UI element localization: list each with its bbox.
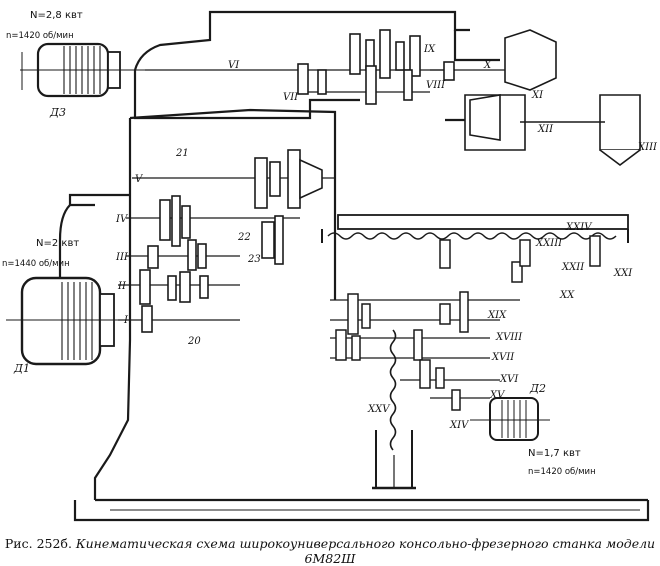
gear-label-23: 23 (247, 254, 261, 265)
gear-blocks-left (139, 149, 301, 333)
shaft-label-XXI: XXI (613, 268, 633, 279)
motor-left-speed: n=1440 об/мин (2, 259, 70, 269)
gear-label-22: 22 (237, 232, 251, 243)
motor-bottom (470, 397, 550, 441)
vertical-screw (372, 329, 416, 490)
motor-top-power: N=2,8 квт (30, 10, 83, 21)
machine-frame (58, 10, 650, 522)
shaft-label-III: III (115, 252, 129, 263)
shaft-label-II: II (117, 281, 127, 292)
shaft-label-XXV: XXV (367, 404, 391, 415)
caption-lead: Рис. 252б. (4, 536, 72, 551)
shaft-label-XIII: XIII (637, 142, 658, 153)
shaft-label-I: I (123, 315, 129, 326)
shaft-label-XXIII: XXIII (535, 238, 563, 249)
shaft-label-X: X (483, 60, 492, 71)
shaft-label-XX: XX (559, 290, 575, 301)
motor-left-label: Д1 (13, 362, 30, 375)
shaft-label-XIV: XIV (449, 420, 470, 431)
swivel-head (469, 29, 641, 166)
shaft-label-XVII: XVII (491, 352, 515, 363)
shaft-label-V: V (135, 174, 144, 185)
motor-labels: N=2,8 квт n=1420 об/мин Д3 N=2 квт n=144… (2, 10, 596, 477)
shaft-label-VIII: VIII (426, 80, 446, 91)
shaft-label-XI: XI (531, 90, 544, 101)
shaft-label-IV: IV (115, 214, 129, 225)
shaft-label-VI: VI (228, 60, 240, 71)
work-table (321, 214, 629, 243)
shaft-label-IX: IX (423, 44, 436, 55)
gear-labels: 21 22 23 20 (175, 148, 261, 347)
motor-left-power: N=2 квт (36, 238, 79, 249)
motor-left (6, 276, 130, 366)
shaft-label-XIX: XIX (487, 310, 507, 321)
gear-label-21: 21 (175, 148, 189, 159)
shaft-label-XXIV: XXIV (565, 222, 593, 233)
spindle-cone (299, 158, 323, 200)
motor-top-label: Д3 (49, 106, 66, 119)
motor-top (20, 42, 145, 98)
shaft-label-XVI: XVI (499, 374, 519, 385)
shaft-label-XXII: XXII (561, 262, 585, 273)
figure-caption: Рис. 252б. Кинематическая схема широкоун… (0, 536, 660, 566)
motor-bottom-speed: n=1420 об/мин (528, 467, 596, 477)
motor-bottom-power: N=1,7 квт (528, 448, 581, 459)
caption-text: Кинематическая схема широкоуниверсальног… (75, 536, 656, 566)
gear-blocks-top (297, 29, 455, 105)
motor-top-speed: n=1420 об/мин (6, 31, 74, 41)
shaft-labels: I II III IV V VI VII VIII IX X XI XII XI… (115, 44, 658, 431)
motor-bottom-label: Д2 (529, 382, 546, 395)
shaft-label-XII: XII (537, 124, 554, 135)
gear-label-20: 20 (187, 336, 201, 347)
gear-blocks-feed (335, 235, 601, 411)
shaft-label-VII: VII (283, 92, 299, 103)
shaft-label-XVIII: XVIII (495, 332, 523, 343)
shaft-label-XV: XV (489, 390, 506, 401)
